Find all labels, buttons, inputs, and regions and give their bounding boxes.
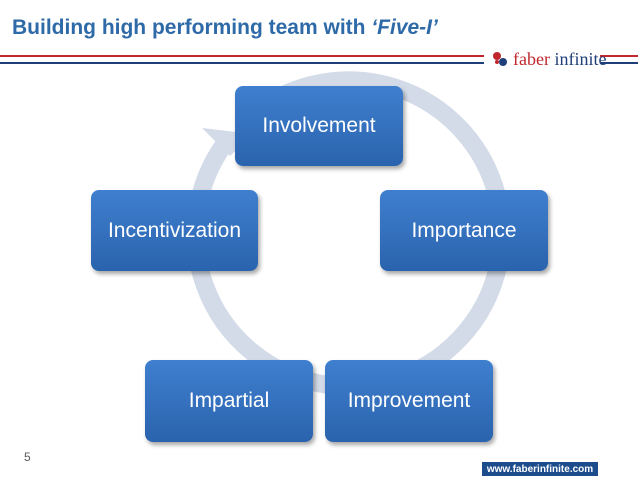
node-label: Incentivization (107, 218, 242, 242)
header-rule-red-right (600, 55, 638, 57)
node-label: Impartial (188, 389, 270, 412)
logo-text: faber infinite (513, 49, 606, 70)
logo-word-faber: faber (513, 48, 550, 69)
header-rule-blue-right (600, 62, 638, 64)
footer-url: www.faberinfinite.com (482, 462, 598, 476)
node-involvement: Involvement (235, 86, 403, 166)
node-importance: Importance (380, 190, 548, 271)
node-label: Improvement (347, 389, 471, 412)
cycle-arrow-ring (186, 71, 511, 396)
logo-swirl-icon (493, 52, 507, 66)
header-rule-blue-left (0, 62, 484, 64)
node-label: Importance (411, 218, 517, 242)
company-logo: faber infinite (490, 49, 606, 69)
page-number: 5 (24, 450, 31, 464)
title-italic: ‘Five-I’ (371, 16, 438, 39)
node-improvement: Improvement (325, 360, 493, 442)
title-main: Building high performing team with (12, 16, 372, 39)
slide-title: Building high performing team with ‘Five… (12, 16, 438, 40)
node-label: Involvement (262, 114, 376, 137)
node-impartial: Impartial (145, 360, 313, 442)
node-incentivization: Incentivization (91, 190, 258, 271)
logo-word-infinite: infinite (549, 48, 607, 69)
header-rule-red-left (0, 55, 484, 57)
